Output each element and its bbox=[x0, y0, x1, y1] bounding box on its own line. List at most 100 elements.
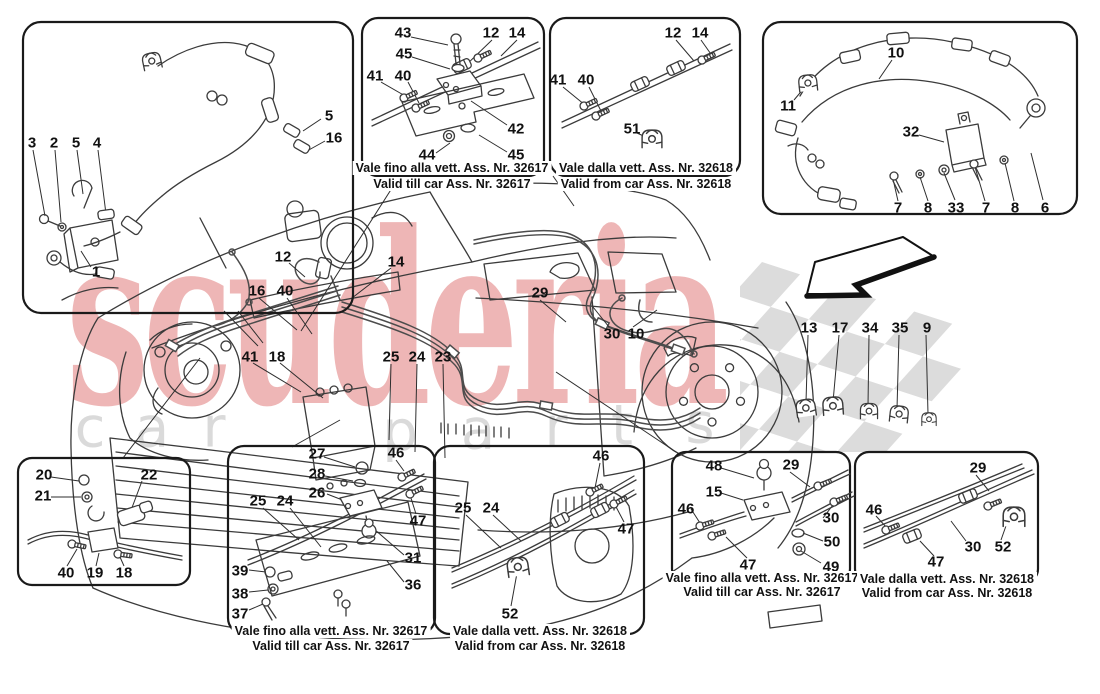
part-number-label: 41 bbox=[366, 67, 384, 85]
part-number-label: 9 bbox=[922, 319, 932, 337]
inset-box-valid-till-top bbox=[360, 16, 546, 178]
part-number-label: 43 bbox=[394, 24, 412, 42]
part-number-label: 50 bbox=[823, 533, 841, 551]
watermark-letter: t bbox=[611, 393, 633, 459]
part-number-label: 46 bbox=[592, 447, 610, 465]
part-number-label: 40 bbox=[276, 282, 294, 300]
part-number-label: 41 bbox=[241, 348, 259, 366]
part-number-label: 6 bbox=[1040, 199, 1050, 217]
part-number-label: 7 bbox=[893, 199, 903, 217]
caption-text: Vale fino alla vett. Ass. Nr. 32617 bbox=[352, 161, 552, 175]
part-number-label: 11 bbox=[780, 97, 796, 115]
part-number-label: 47 bbox=[739, 556, 757, 574]
part-number-label: 18 bbox=[115, 564, 133, 582]
part-number-label: 10 bbox=[627, 325, 645, 343]
watermark-letter: a bbox=[134, 395, 170, 461]
caption-text: Valid till car Ass. Nr. 32617 bbox=[680, 585, 844, 599]
part-number-label: 33 bbox=[947, 199, 965, 217]
part-number-label: 25 bbox=[249, 492, 267, 510]
part-number-label: 19 bbox=[86, 564, 104, 582]
part-number-label: 24 bbox=[408, 348, 426, 366]
caption-text: Vale fino alla vett. Ass. Nr. 32617 bbox=[662, 571, 862, 585]
part-number-label: 14 bbox=[508, 24, 526, 42]
part-number-label: 42 bbox=[507, 120, 525, 138]
caption-text: Vale dalla vett. Ass. Nr. 32618 bbox=[556, 161, 736, 175]
caption-text: Valid from car Ass. Nr. 32618 bbox=[858, 586, 1036, 600]
part-number-label: 5 bbox=[71, 134, 81, 152]
part-number-label: 14 bbox=[691, 24, 709, 42]
part-number-label: 8 bbox=[1010, 199, 1020, 217]
part-number-label: 13 bbox=[800, 319, 818, 337]
caption-text: Valid from car Ass. Nr. 32618 bbox=[557, 177, 735, 191]
part-number-label: 46 bbox=[865, 501, 883, 519]
part-number-label: 12 bbox=[664, 24, 682, 42]
part-number-label: 38 bbox=[231, 585, 249, 603]
part-number-label: 37 bbox=[231, 605, 249, 623]
part-number-label: 30 bbox=[603, 325, 621, 343]
caption-text: Valid from car Ass. Nr. 32618 bbox=[451, 639, 629, 653]
part-number-label: 15 bbox=[705, 483, 723, 501]
part-number-label: 29 bbox=[782, 456, 800, 474]
part-number-label: 14 bbox=[387, 253, 405, 271]
watermark-letter: c bbox=[74, 395, 106, 461]
part-number-label: 39 bbox=[231, 562, 249, 580]
part-number-label: 51 bbox=[623, 120, 641, 138]
inset-box-top-right bbox=[761, 20, 1079, 216]
part-number-label: 47 bbox=[927, 553, 945, 571]
part-number-label: 2 bbox=[49, 134, 59, 152]
part-number-label: 44 bbox=[418, 146, 436, 164]
part-number-label: 29 bbox=[531, 284, 549, 302]
part-number-label: 26 bbox=[308, 484, 326, 502]
part-number-label: 30 bbox=[964, 538, 982, 556]
part-number-label: 52 bbox=[501, 605, 519, 623]
part-number-label: 24 bbox=[482, 499, 500, 517]
part-number-label: 46 bbox=[387, 444, 405, 462]
leader-lines bbox=[32, 36, 1044, 611]
direction-arrow-icon bbox=[804, 236, 937, 299]
inset-box-valid-from-top bbox=[548, 16, 742, 178]
part-number-label: 5 bbox=[324, 107, 334, 125]
part-number-label: 3 bbox=[27, 134, 37, 152]
part-number-label: 47 bbox=[617, 520, 635, 538]
part-number-label: 52 bbox=[994, 538, 1012, 556]
part-number-label: 48 bbox=[705, 457, 723, 475]
part-number-label: 40 bbox=[57, 564, 75, 582]
part-number-label: 41 bbox=[549, 71, 567, 89]
car-line-art bbox=[61, 182, 823, 641]
watermark-letter: p bbox=[382, 399, 418, 465]
part-number-label: 20 bbox=[35, 466, 53, 484]
part-number-label: 16 bbox=[248, 282, 266, 300]
part-number-label: 17 bbox=[831, 319, 849, 337]
part-number-label: 45 bbox=[507, 146, 525, 164]
part-number-label: 46 bbox=[677, 500, 695, 518]
part-number-label: 45 bbox=[395, 45, 413, 63]
part-number-label: 16 bbox=[325, 129, 343, 147]
inset-box-bottom-left bbox=[16, 456, 192, 587]
part-number-label: 27 bbox=[308, 445, 326, 463]
part-number-label: 12 bbox=[274, 248, 292, 266]
part-number-label: 12 bbox=[482, 24, 500, 42]
part-number-label: 34 bbox=[861, 319, 879, 337]
part-number-label: 10 bbox=[887, 44, 905, 62]
part-number-label: 21 bbox=[34, 487, 52, 505]
part-number-label: 22 bbox=[140, 466, 158, 484]
part-number-label: 4 bbox=[92, 134, 102, 152]
caption-text: Vale fino alla vett. Ass. Nr. 32617 bbox=[231, 624, 431, 638]
part-number-label: 40 bbox=[577, 71, 595, 89]
part-number-label: 7 bbox=[981, 199, 991, 217]
part-number-label: 29 bbox=[969, 459, 987, 477]
part-number-label: 23 bbox=[434, 348, 452, 366]
inset-box-parts bbox=[27, 31, 1046, 621]
part-number-label: 8 bbox=[923, 199, 933, 217]
watermark-letter: r bbox=[202, 395, 226, 461]
part-number-label: 36 bbox=[404, 576, 422, 594]
checkered-flag-pattern bbox=[740, 262, 961, 452]
part-number-label: 40 bbox=[394, 67, 412, 85]
part-number-label: 32 bbox=[902, 123, 920, 141]
part-number-label: 1 bbox=[91, 263, 101, 281]
part-number-label: 28 bbox=[308, 465, 326, 483]
part-number-label: 25 bbox=[454, 499, 472, 517]
part-number-label: 30 bbox=[822, 509, 840, 527]
